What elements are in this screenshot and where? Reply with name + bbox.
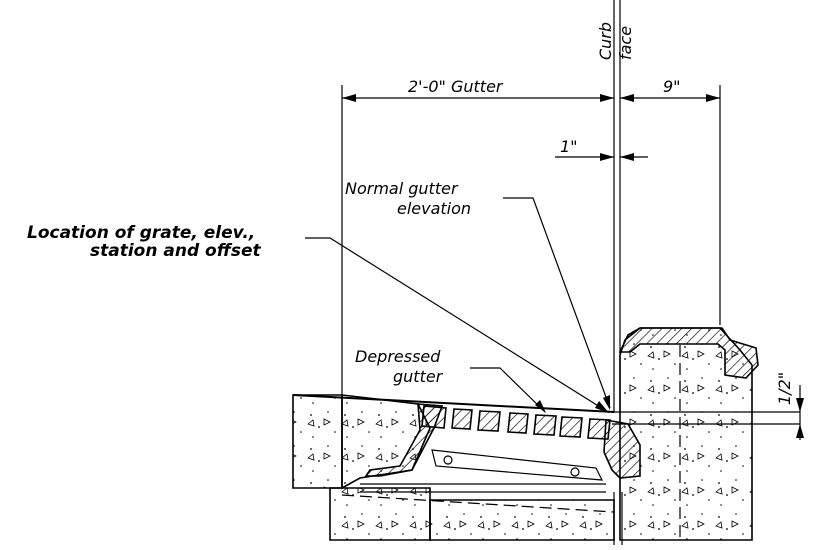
- support-bolt-left: [443, 455, 453, 465]
- gutter-dim-arrow-left: [342, 94, 356, 102]
- location-label-line1: Location of grate, elev.,: [27, 223, 255, 243]
- depressed-gutter-leader: [470, 367, 546, 413]
- support-bolt-right: [570, 467, 580, 477]
- depressed-arrowhead: [535, 400, 546, 413]
- grate-support-bar: [431, 449, 604, 481]
- curb-dim-arrow-left: [620, 94, 634, 102]
- depressed-gutter-label-line1: Depressed: [355, 347, 441, 366]
- depressed-gutter-label-line2: gutter: [393, 367, 444, 386]
- one-inch-arrow-right: [620, 153, 634, 161]
- curb-width-label: 9": [663, 77, 681, 96]
- half-inch-label: 1/2": [775, 372, 794, 405]
- curb-face-label-line2: face: [616, 26, 635, 60]
- normal-gutter-label-line2: elevation: [397, 199, 471, 218]
- location-label-line2: station and offset: [90, 241, 262, 261]
- normal-gutter-label-line1: Normal gutter: [345, 179, 459, 198]
- location-leader: [305, 237, 609, 413]
- curb-dim-arrow-right: [706, 94, 720, 102]
- concrete-pavement-left: [292, 394, 343, 489]
- normal-gutter-leader: [503, 197, 611, 409]
- curb-top-casting: [618, 327, 759, 379]
- pipe-outline-dashed: [341, 494, 615, 513]
- one-inch-arrow-left: [600, 153, 614, 161]
- normal-gutter-surface: [292, 394, 615, 413]
- grate-frame-right: [603, 419, 641, 479]
- concrete-base-lower: [329, 487, 431, 541]
- one-inch-label: 1": [560, 137, 578, 156]
- normal-gutter-arrowhead: [603, 395, 610, 410]
- curb-face-label-line1: Curb: [596, 22, 615, 60]
- location-arrowhead: [595, 401, 609, 413]
- grate-bars: [421, 405, 611, 440]
- gutter-dim-arrow-right: [600, 94, 614, 102]
- gutter-width-label: 2'-0" Gutter: [408, 77, 504, 96]
